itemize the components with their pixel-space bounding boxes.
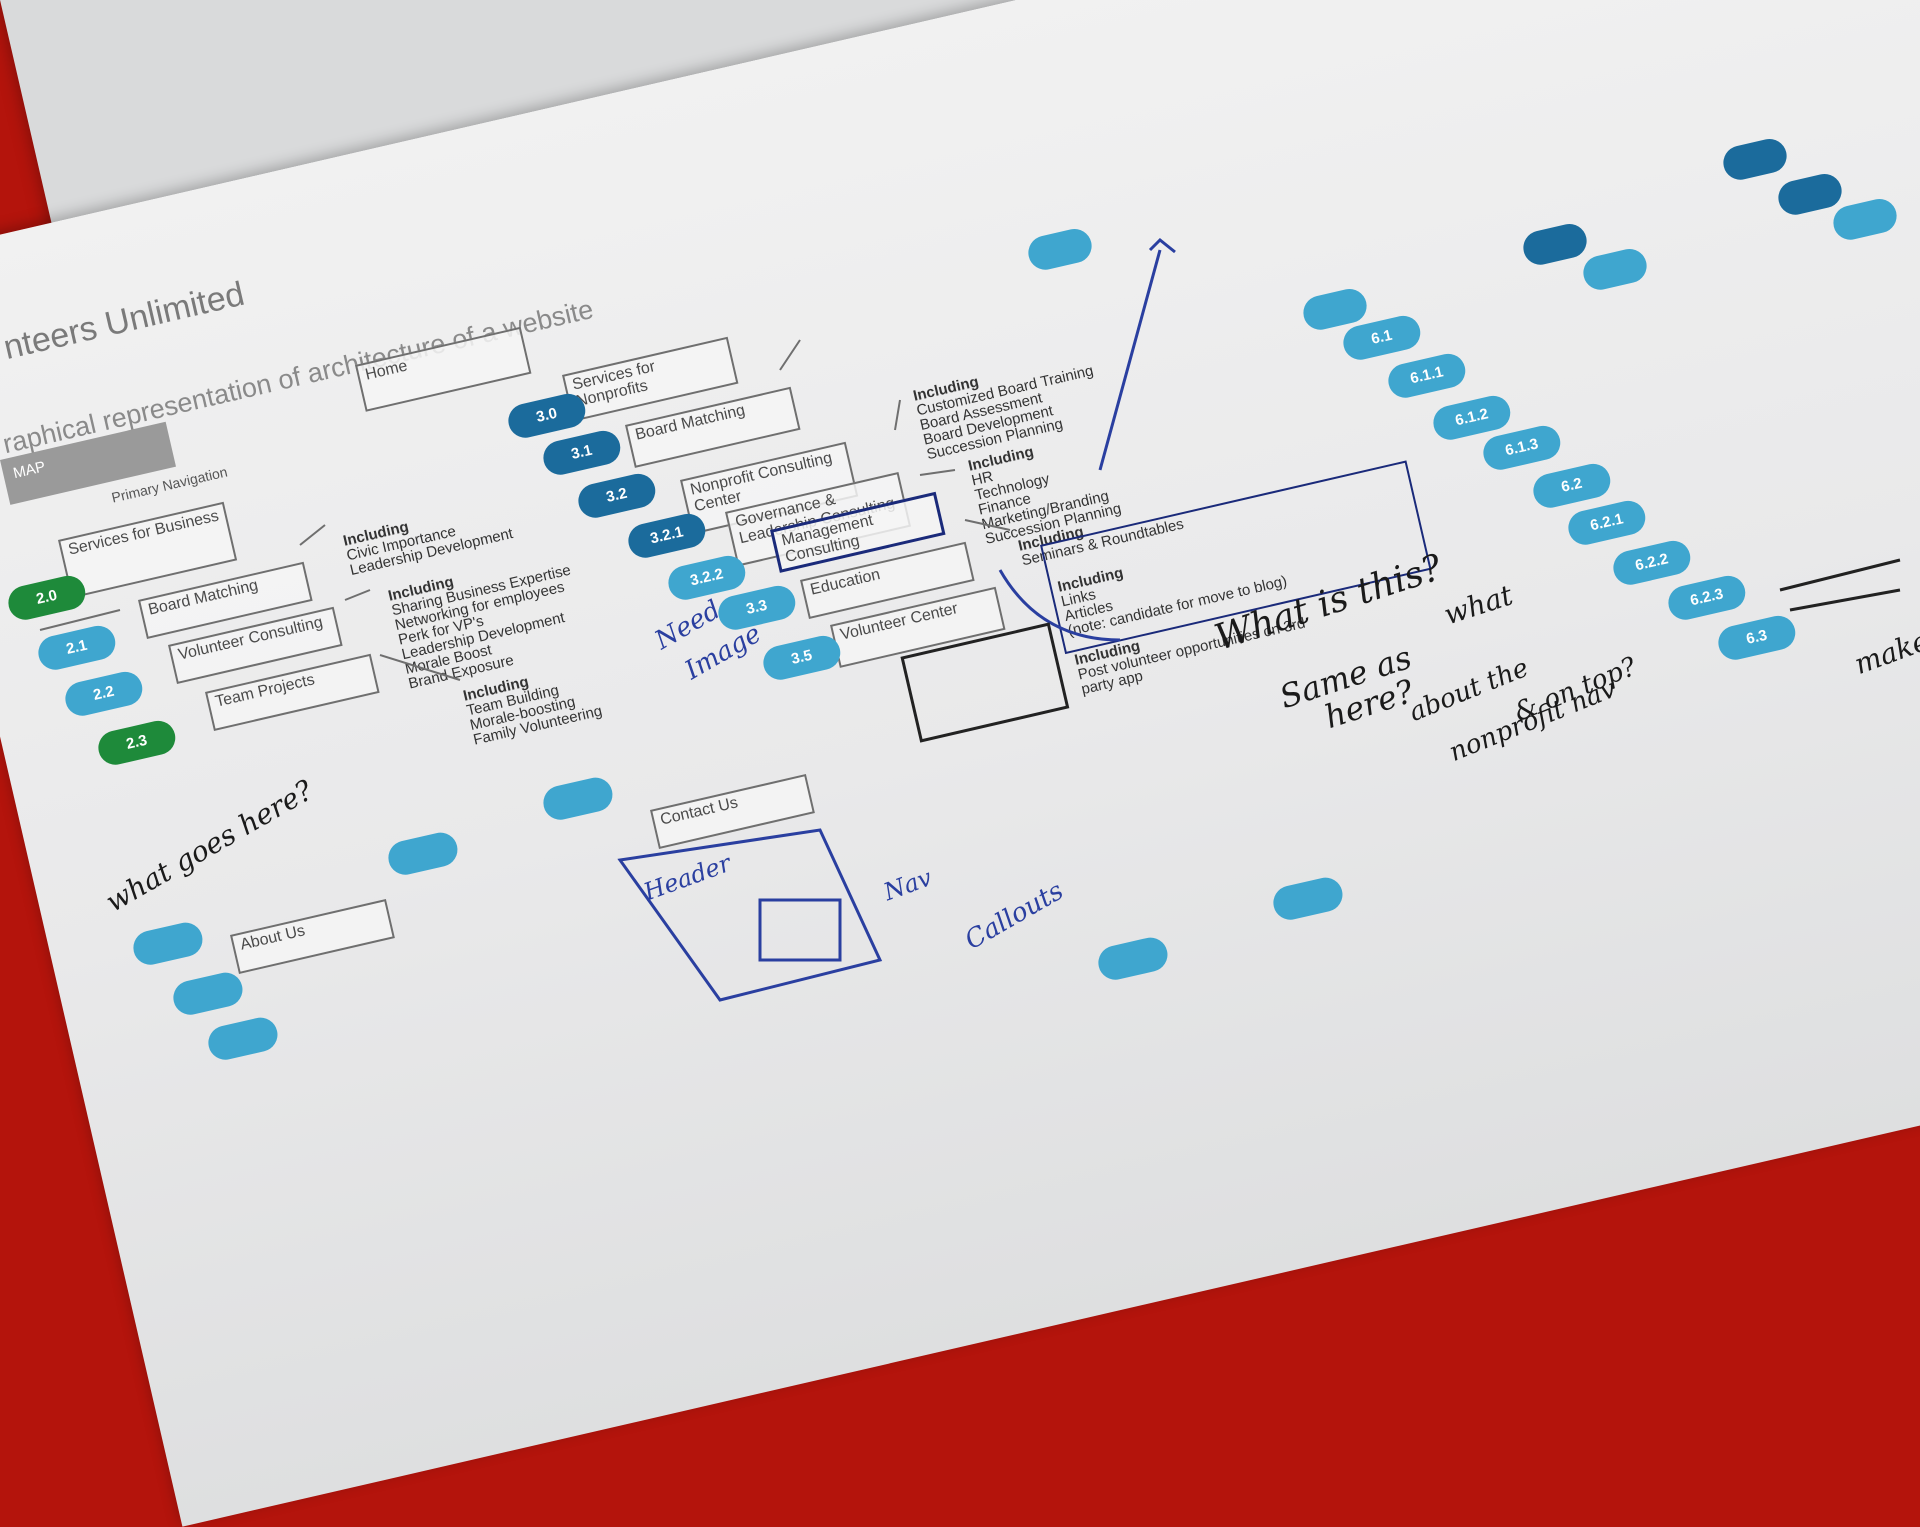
- connector-line: [379, 654, 461, 681]
- ink-sketch: [617, 828, 883, 1002]
- ink-scribble: [1779, 558, 1901, 612]
- ink-image-sketch: [900, 622, 1070, 743]
- connector-lines: [39, 237, 1901, 1002]
- connector-line: [299, 524, 326, 546]
- connector-line: [39, 609, 121, 631]
- ink-arrow: [1098, 249, 1162, 471]
- ink-line: [998, 569, 1121, 642]
- connector-line: [779, 339, 801, 371]
- connector-line: [894, 399, 901, 431]
- connector-line: [964, 519, 1011, 531]
- ink-sketch-box: [758, 898, 842, 962]
- connector-line: [344, 589, 371, 601]
- connector-line: [919, 469, 956, 476]
- ink-arrowhead: [1148, 237, 1176, 254]
